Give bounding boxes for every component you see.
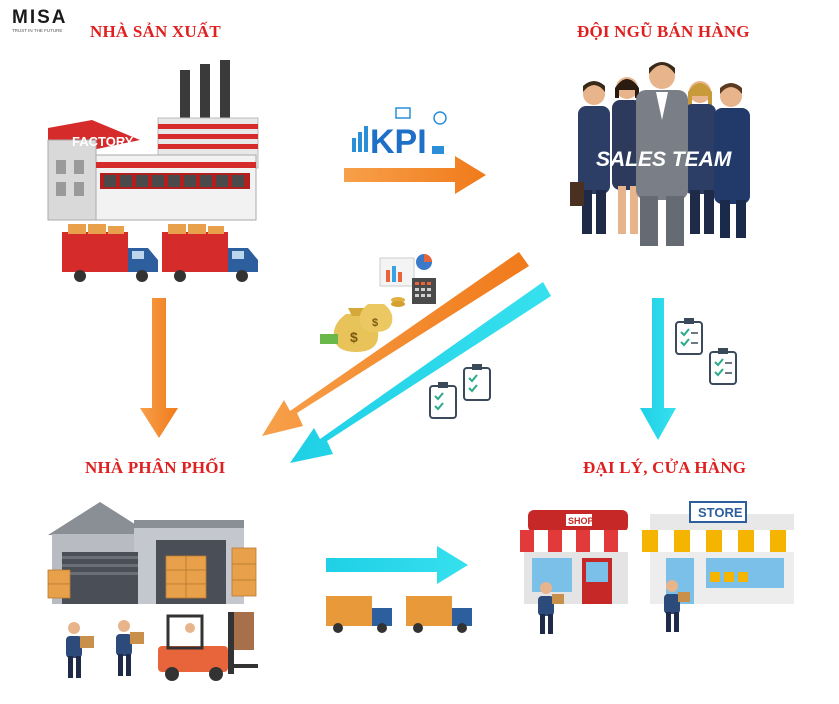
truck-icon bbox=[162, 224, 258, 282]
shop-sign: SHOP bbox=[568, 516, 594, 526]
arrow-producer-to-sales bbox=[344, 156, 486, 194]
label-distributor: NHÀ PHÂN PHỐI bbox=[85, 458, 226, 477]
factory-sign: FACTORY bbox=[72, 134, 134, 149]
checklist-icon bbox=[463, 364, 491, 401]
worker-icon bbox=[116, 620, 144, 676]
logo-tagline: TRUST IN THE FUTURE bbox=[12, 28, 63, 33]
truck-icon bbox=[406, 596, 472, 633]
kpi-icon: KPI bbox=[352, 107, 447, 161]
factory-icon: FACTORY bbox=[47, 60, 259, 221]
checklist-icon bbox=[429, 382, 457, 419]
store-sign: STORE bbox=[698, 505, 743, 520]
sales-team-text: SALES TEAM bbox=[596, 148, 732, 171]
worker-icon bbox=[66, 622, 94, 678]
truck-icon bbox=[326, 596, 392, 633]
logo-word: MISA bbox=[12, 7, 68, 28]
kpi-text: KPI bbox=[370, 123, 427, 161]
label-producer: NHÀ SẢN XUẤT bbox=[90, 22, 221, 41]
money-bag-icon: $ $ bbox=[320, 297, 405, 352]
forklift-icon bbox=[158, 612, 258, 681]
checklist-icon bbox=[675, 318, 703, 355]
misa-logo: MISA TRUST IN THE FUTURE bbox=[12, 8, 78, 38]
label-sales-team: ĐỘI NGŨ BÁN HÀNG bbox=[577, 22, 750, 41]
truck-icon bbox=[62, 224, 158, 282]
svg-text:$: $ bbox=[350, 329, 358, 345]
svg-text:$: $ bbox=[372, 317, 378, 329]
arrow-sales-to-retail bbox=[640, 298, 676, 440]
label-retail: ĐẠI LÝ, CỬA HÀNG bbox=[583, 458, 747, 477]
arrow-producer-to-distributor bbox=[140, 298, 178, 438]
worker-icon bbox=[664, 580, 690, 632]
shop-icon: SHOP bbox=[520, 510, 632, 604]
arrow-sales-to-distributor-orange bbox=[262, 252, 529, 436]
checklist-icon bbox=[709, 348, 737, 385]
warehouse-icon bbox=[47, 502, 257, 604]
sales-team-icon: SALES TEAM bbox=[570, 62, 750, 246]
report-icon bbox=[379, 254, 436, 304]
arrow-distributor-to-retail bbox=[326, 546, 468, 584]
worker-icon bbox=[538, 582, 564, 634]
store-icon: STORE bbox=[642, 501, 800, 604]
arrow-sales-to-distributor-cyan bbox=[290, 282, 551, 463]
